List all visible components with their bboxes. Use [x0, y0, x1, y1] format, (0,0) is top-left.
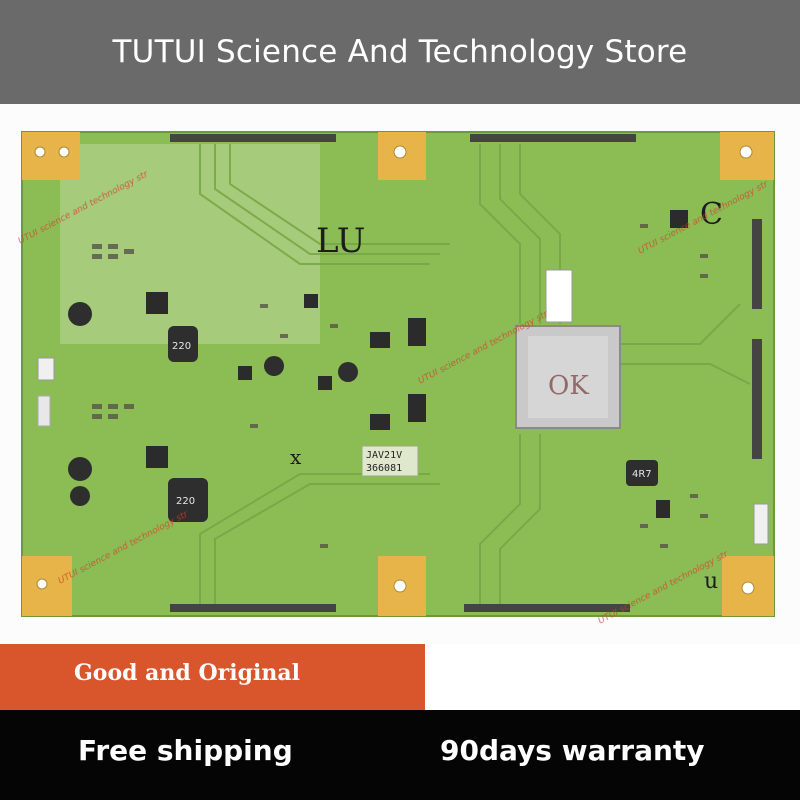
handwritten-mark-lu: LU [316, 221, 365, 261]
ribbon-text: Good and Original [74, 660, 300, 686]
ic-chips [146, 210, 688, 518]
warranty-text: 90days warranty [440, 734, 705, 767]
store-title: TUTUI Science And Technology Store [112, 34, 688, 70]
product-photo: JAV21V 366081 220 220 4R7 LU C OK x u UT… [0, 104, 800, 644]
board-label-sticker [361, 445, 419, 477]
pcb-board [22, 132, 774, 616]
inductor-label-bottom: 220 [176, 496, 195, 507]
inductors [68, 302, 658, 522]
mounting-pads [22, 132, 774, 616]
pcb-board-image: JAV21V 366081 220 220 4R7 LU C OK x u UT… [17, 131, 775, 627]
handwritten-mark-c: C [700, 197, 723, 232]
inductor-label-top: 220 [172, 341, 191, 352]
flex-connectors [170, 134, 762, 612]
handwritten-mark-x: x [290, 445, 302, 469]
footer-bar: Free shipping 90days warranty [0, 710, 800, 800]
board-label-number: 366081 [366, 463, 402, 474]
quality-ribbon: Good and Original [0, 644, 425, 710]
free-shipping-text: Free shipping [78, 734, 293, 767]
inductor-label-right: 4R7 [632, 469, 652, 480]
board-label-model: JAV21V [366, 450, 402, 461]
handwritten-mark-ok: OK [548, 371, 589, 401]
store-header-bar: TUTUI Science And Technology Store [0, 0, 800, 104]
handwritten-mark-u: u [704, 569, 718, 594]
